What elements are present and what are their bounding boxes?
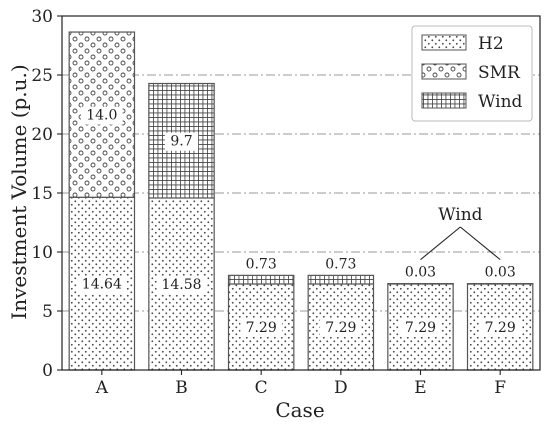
x-tick-label-A: A <box>95 378 109 398</box>
x-tick-label-F: F <box>494 378 506 398</box>
y-tick-label-25: 25 <box>31 66 53 86</box>
legend-swatch-h2 <box>422 35 466 50</box>
data-label-F-wind: 0.03 <box>485 265 516 281</box>
data-label-B-h2: 14.58 <box>161 277 201 293</box>
data-label-A-h2: 14.64 <box>82 277 122 293</box>
data-label-D-wind: 0.73 <box>325 256 356 272</box>
y-tick-label-20: 20 <box>31 125 53 145</box>
annotation-text: Wind <box>438 205 483 225</box>
x-tick-label-E: E <box>414 378 426 398</box>
y-tick-label-0: 0 <box>42 361 53 381</box>
y-tick-label-10: 10 <box>31 243 53 263</box>
y-tick-label-15: 15 <box>31 184 53 204</box>
legend-label-wind: Wind <box>478 92 523 112</box>
data-label-F-h2: 7.29 <box>485 320 516 336</box>
legend-swatch-wind <box>422 93 466 108</box>
wind-annotation: Wind <box>421 205 501 260</box>
legend-swatch-smr <box>422 64 466 79</box>
y-axis-title: Investment Volume (p.u.) <box>7 64 31 319</box>
annotation-pointer-F <box>460 227 500 260</box>
data-label-E-h2: 7.29 <box>405 320 436 336</box>
data-label-E-wind: 0.03 <box>405 265 436 281</box>
bar-D-wind <box>308 275 373 284</box>
y-tick-label-30: 30 <box>31 7 53 27</box>
x-tick-label-B: B <box>175 378 188 398</box>
x-axis-title: Case <box>275 398 324 422</box>
data-label-B-wind: 9.7 <box>170 134 192 150</box>
legend-label-smr: SMR <box>478 63 521 83</box>
data-label-C-h2: 7.29 <box>246 320 277 336</box>
data-label-A-smr: 14.0 <box>86 108 117 124</box>
bar-C-wind <box>229 275 294 284</box>
y-tick-label-5: 5 <box>42 302 53 322</box>
data-label-D-h2: 7.29 <box>325 320 356 336</box>
annotation-pointer-E <box>421 227 461 260</box>
legend-label-h2: H2 <box>478 34 504 54</box>
x-tick-label-C: C <box>255 378 268 398</box>
data-label-C-wind: 0.73 <box>246 256 277 272</box>
x-tick-label-D: D <box>334 378 348 398</box>
